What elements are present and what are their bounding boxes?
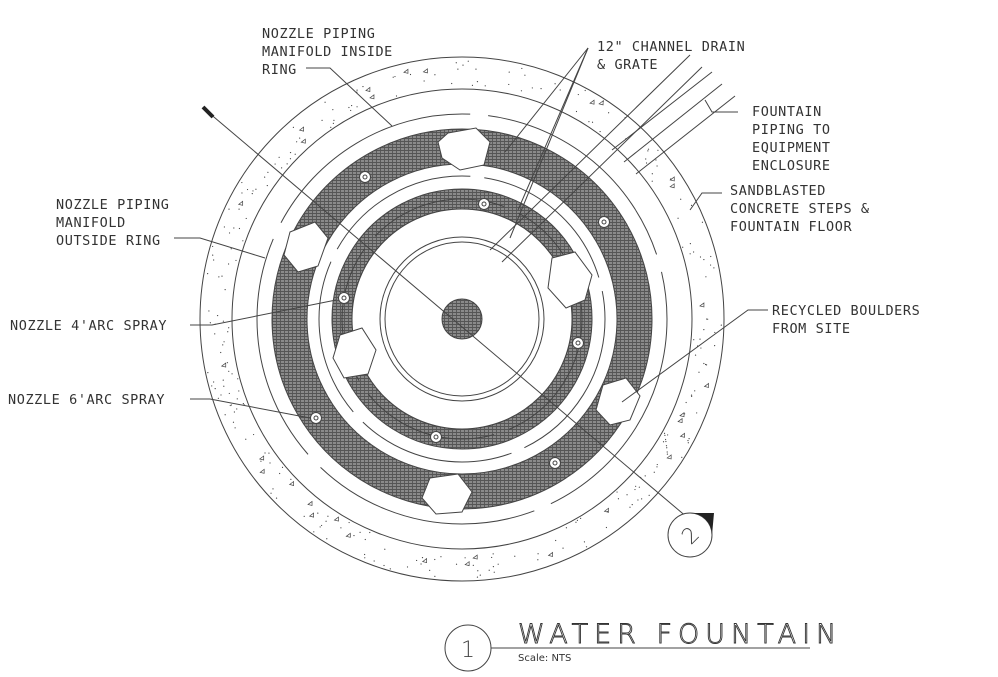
svg-text:FOUNTAIN: FOUNTAIN: [752, 104, 822, 120]
svg-text:EQUIPMENT: EQUIPMENT: [752, 140, 831, 156]
nozzle: [598, 216, 610, 228]
boulder: [283, 221, 329, 273]
nozzle: [478, 198, 490, 210]
svg-text:PIPING TO: PIPING TO: [752, 122, 831, 138]
svg-text:RING: RING: [262, 62, 297, 78]
label-sandblasted: SANDBLASTED CONCRETE STEPS & FOUNTAIN FL…: [730, 183, 870, 235]
boulder: [332, 327, 377, 379]
label-boulders: RECYCLED BOULDERS FROM SITE: [772, 303, 920, 337]
svg-text:OUTSIDE RING: OUTSIDE RING: [56, 233, 161, 249]
boulders: [283, 127, 641, 515]
svg-text:MANIFOLD INSIDE: MANIFOLD INSIDE: [262, 44, 393, 60]
nozzle: [310, 412, 322, 424]
svg-text:SANDBLASTED: SANDBLASTED: [730, 183, 826, 199]
label-nozzle-4: NOZZLE 4'ARC SPRAY: [10, 318, 167, 334]
nozzle: [338, 292, 350, 304]
label-manifold-inside: NOZZLE PIPING MANIFOLD INSIDE RING: [262, 26, 393, 78]
title-block: 1 WATER FOUNTAIN Scale: NTS: [444, 619, 842, 672]
label-fountain-piping: FOUNTAIN PIPING TO EQUIPMENT ENCLOSURE: [752, 104, 831, 174]
drawing-number: 1: [461, 638, 475, 663]
nozzle: [430, 431, 442, 443]
center-jet: [441, 298, 483, 340]
label-channel-drain: 12" CHANNEL DRAIN & GRATE: [597, 39, 745, 73]
svg-text:FOUNTAIN FLOOR: FOUNTAIN FLOOR: [730, 219, 852, 235]
drawing-scale: Scale: NTS: [518, 653, 571, 664]
svg-text:& GRATE: & GRATE: [597, 57, 658, 73]
svg-text:MANIFOLD: MANIFOLD: [56, 215, 126, 231]
svg-text:12" CHANNEL DRAIN: 12" CHANNEL DRAIN: [597, 39, 745, 55]
svg-text:FROM SITE: FROM SITE: [772, 321, 851, 337]
boulder: [547, 251, 593, 309]
section-line: [207, 111, 689, 519]
svg-text:ENCLOSURE: ENCLOSURE: [752, 158, 831, 174]
manifold-outside-ring: [256, 113, 668, 525]
pool-edge: [379, 236, 545, 402]
svg-text:NOZZLE PIPING: NOZZLE PIPING: [262, 26, 375, 42]
drawing-title: WATER FOUNTAIN: [518, 619, 842, 650]
label-nozzle-6: NOZZLE 6'ARC SPRAY: [8, 392, 165, 408]
section-marker: 2: [667, 512, 714, 558]
leader-lines: [174, 47, 768, 419]
pool-inner-edge: [384, 241, 540, 397]
concrete-stipple: [207, 60, 722, 578]
nozzles: [310, 171, 610, 469]
svg-text:RECYCLED BOULDERS: RECYCLED BOULDERS: [772, 303, 920, 319]
svg-text:CONCRETE STEPS &: CONCRETE STEPS &: [730, 201, 870, 217]
nozzle: [359, 171, 371, 183]
label-manifold-outside: NOZZLE PIPING MANIFOLD OUTSIDE RING: [56, 197, 169, 249]
manifold-inner-arc: [341, 198, 583, 440]
boulder: [437, 127, 491, 171]
manifold-inside-ring: [318, 175, 606, 463]
boulder: [421, 473, 473, 515]
nozzle: [572, 337, 584, 349]
nozzle: [549, 457, 561, 469]
channel-drain: [489, 54, 736, 263]
concrete-step-edge: [231, 88, 693, 550]
outer-edge: [199, 56, 725, 582]
boulder: [595, 377, 641, 426]
svg-text:NOZZLE PIPING: NOZZLE PIPING: [56, 197, 169, 213]
